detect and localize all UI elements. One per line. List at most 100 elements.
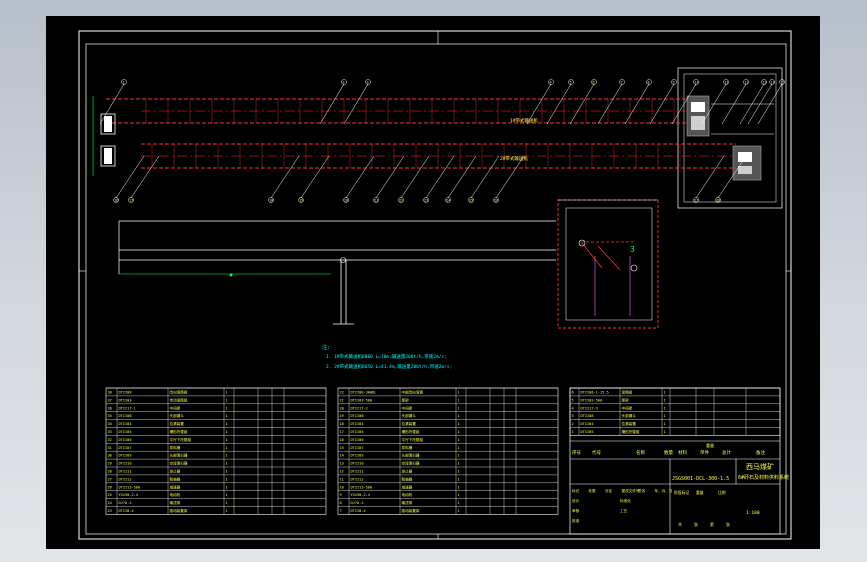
table-cell: 1 <box>664 430 666 434</box>
table-cell: 传动滚筒组 <box>170 397 188 402</box>
callout-7: 7 <box>597 79 625 125</box>
table-cell: 1 <box>226 414 228 418</box>
table-cell: 1 <box>458 509 460 513</box>
callout-label: 13 <box>763 81 767 85</box>
table-cell: 1 <box>458 398 460 402</box>
table-cell: DTII11 <box>119 470 132 474</box>
callout-2: 2 <box>319 79 347 125</box>
table-cell: 减速器 <box>402 484 413 489</box>
table-cell: 12 <box>340 470 344 474</box>
table-cell: 1 <box>458 446 460 450</box>
table-cell: 5 <box>572 398 574 402</box>
table-cell: DTII10 <box>119 462 132 466</box>
table-cell: DTII8.4 <box>351 509 366 513</box>
table-cell: 联轴器 <box>170 476 181 481</box>
bin-pulley-1 <box>578 239 586 247</box>
callout-28: 28 <box>715 155 747 203</box>
table-cell: DTII05 <box>119 430 132 434</box>
table-cell: 1 <box>458 501 460 505</box>
approval-cell: 分区 <box>605 488 613 493</box>
drive-reducer <box>691 116 705 130</box>
table-cell: 逆止器 <box>170 469 181 474</box>
callout-26: 26 <box>493 155 525 203</box>
table-cell: 26 <box>108 485 112 489</box>
tail-drive-unit <box>732 145 762 181</box>
table-cell: 槽形托辊组 <box>402 429 420 434</box>
table-cell: 4 <box>572 406 574 410</box>
approval-cell: 处数 <box>589 488 597 493</box>
header-cell: 材料 <box>678 449 687 456</box>
table-cell: DTII04 <box>119 422 132 426</box>
callout-label: 3 <box>367 81 369 85</box>
table-cell: 拉紧装置 <box>170 421 185 426</box>
table-cell: 22 <box>340 391 344 395</box>
table-cell: DTII17-3 <box>581 406 598 410</box>
table-cell: DTII04 <box>581 422 594 426</box>
table-cell: 9 <box>340 493 342 497</box>
table-cell: 29 <box>108 462 112 466</box>
table-cell: 1 <box>458 485 460 489</box>
table-cell: 改向滚筒组 <box>170 390 188 395</box>
table-cell: 1 <box>226 462 228 466</box>
approval-cell: 工艺 <box>620 508 628 513</box>
table-cell: 1 <box>458 430 460 434</box>
table-cell: 33 <box>108 430 112 434</box>
header-cell: 序号 <box>572 449 581 456</box>
callout-label: 7 <box>621 81 623 85</box>
table-cell: 1 <box>458 438 460 442</box>
table-cell: 15 <box>340 446 344 450</box>
label-conveyor-2: 2#带式输送机 <box>500 155 528 162</box>
table-cell: 1 <box>458 422 460 426</box>
callout-label: 5 <box>570 81 572 85</box>
inner-frame <box>85 43 787 535</box>
table-cell: DTII10 <box>351 462 364 466</box>
callout-20: 20 <box>343 155 375 203</box>
tail-pulley-2 <box>100 145 116 167</box>
callout-label: 16 <box>114 199 118 203</box>
callout-label: 11 <box>725 81 729 85</box>
table-cell: 头部漏斗 <box>622 413 637 418</box>
callout-9: 9 <box>649 79 677 125</box>
callout-label: 21 <box>374 199 378 203</box>
table-cell: 1 <box>226 422 228 426</box>
table-cell: DTII08 <box>119 391 132 395</box>
table-cell: DTII05 <box>581 430 594 434</box>
table-cell: 2 <box>572 422 574 426</box>
callout-18: 18 <box>268 155 300 203</box>
table-cell: 1 <box>226 430 228 434</box>
table-cell: DTII13-500 <box>119 485 141 489</box>
table-cell: DTII08-1-15.5 <box>581 391 609 395</box>
table-cell: 6 <box>572 391 574 395</box>
table-cell: DTII05 <box>351 430 364 434</box>
table-cell: 驱动装置架 <box>402 508 420 513</box>
table-cell: 头部漏斗 <box>170 413 185 418</box>
header-cell: 备注 <box>756 449 765 456</box>
table-cell: 1 <box>458 470 460 474</box>
table-cell: 25 <box>108 493 112 497</box>
table-cell: 35 <box>108 414 112 418</box>
table-cell: 拉紧装置 <box>402 421 417 426</box>
callout-10: 10 <box>671 79 699 125</box>
table-cell: 1 <box>458 493 460 497</box>
table-cell: 槽形托辊组 <box>170 429 188 434</box>
table-cell: DTII11 <box>351 470 364 474</box>
table-cell: 1 <box>226 501 228 505</box>
tail-reducer <box>738 166 752 174</box>
table-cell: 7 <box>340 509 342 513</box>
table-cell: 头部漏斗 <box>402 413 417 418</box>
callout-label: 14 <box>771 81 775 85</box>
table-cell: 11 <box>340 477 344 481</box>
